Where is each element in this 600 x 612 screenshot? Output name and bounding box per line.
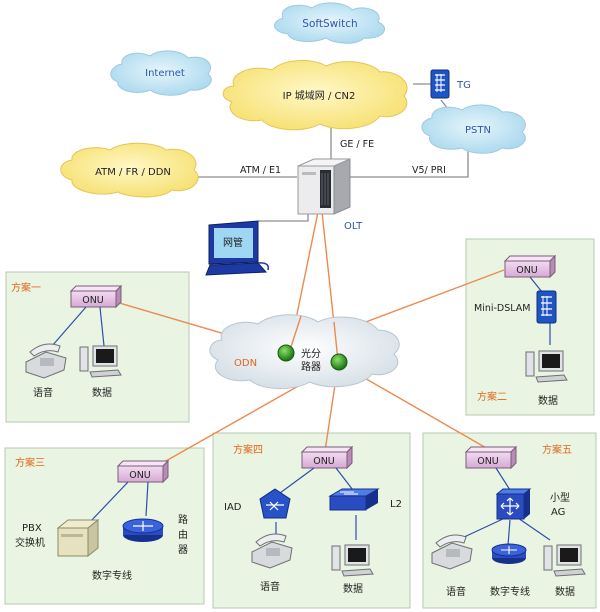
plan5-link-voice [461, 517, 506, 539]
pstn-cloud [421, 104, 526, 154]
splitter-node-1 [277, 344, 295, 362]
pstn-label: PSTN [465, 125, 491, 136]
plan5-link-data [517, 517, 551, 541]
dslam-icon [536, 290, 557, 324]
plan3-router-icon [122, 518, 164, 542]
softswitch-cloud [274, 2, 385, 44]
atm-label: ATM / FR / DDN [95, 167, 171, 178]
tg-label: TG [456, 80, 471, 91]
plan5-router-icon [491, 543, 527, 564]
plan2-data-label: 数据 [538, 394, 558, 407]
plan2-onu-label: ONU [516, 265, 538, 276]
splitter-label-1: 光分 [301, 347, 321, 360]
plan3-onu-label: ONU [129, 470, 151, 481]
plan5-title: 方案五 [542, 443, 572, 456]
odn-label: ODN [234, 358, 257, 369]
plan2-title: 方案二 [477, 390, 507, 403]
plan3-onu-box [116, 459, 170, 484]
plan1-link-voice [51, 306, 87, 347]
plan5-link-ag [495, 467, 511, 491]
plan3-link-pbx [89, 481, 129, 523]
plan1-onu-box [69, 284, 123, 309]
plan5-computer-icon [543, 544, 586, 577]
ag-label-1: 小型 [550, 491, 570, 504]
pbx-label-2: 交换机 [15, 536, 45, 549]
olt-label: OLT [344, 221, 363, 232]
plan5-data-label: 数据 [555, 585, 575, 598]
plan4-onu-box [300, 445, 354, 470]
router-label-3: 器 [178, 544, 188, 556]
plan4-onu-label: ONU [313, 456, 335, 467]
plan1-voice-label: 语音 [33, 386, 53, 399]
tg-icon [430, 69, 450, 99]
iad-icon [259, 488, 291, 519]
plan2-onu-box [503, 254, 557, 279]
nms-computer-icon [205, 220, 270, 276]
plan4-link-iad [279, 467, 315, 494]
internet-cloud [110, 50, 212, 96]
atm-cloud [60, 142, 199, 198]
dslam-label: Mini-DSLAM [474, 303, 530, 314]
router-label-1: 路 [178, 513, 188, 526]
atm-e1-label: ATM / E1 [240, 165, 281, 176]
plan1-phone-icon [25, 343, 67, 379]
plan5-onu-box [464, 445, 518, 470]
plan5-onu-label: ONU [477, 456, 499, 467]
plan2-computer-icon [525, 350, 568, 383]
olt-icon [297, 158, 351, 215]
plan4-phone-icon [251, 533, 293, 569]
pbx-icon [56, 518, 100, 558]
plan4-title: 方案四 [233, 443, 263, 456]
pbx-label-1: PBX [22, 523, 42, 534]
link-olt-pstn [350, 148, 469, 178]
plan3-line-label: 数字专线 [92, 569, 132, 582]
internet-label: Internet [145, 68, 185, 79]
plan1-data-label: 数据 [92, 386, 112, 399]
plan4-voice-label: 语音 [260, 580, 280, 593]
v5-pri-label: V5/ PRI [412, 165, 446, 176]
plan1-computer-icon [79, 345, 122, 378]
plan2-link-dslam [529, 276, 543, 293]
plan5-phone-icon [431, 534, 473, 570]
nms-label: 网管 [223, 236, 243, 249]
odn-cloud [209, 314, 400, 390]
ip-core-label: IP 城域网 / CN2 [283, 89, 356, 102]
plan4-data-label: 数据 [343, 582, 363, 595]
plan3-title: 方案三 [15, 456, 45, 469]
ip-core-cloud [222, 60, 408, 131]
plan1-title: 方案一 [11, 281, 41, 294]
plan1-onu-label: ONU [82, 295, 104, 306]
plan3-panel [4, 447, 205, 605]
plan5-line-label: 数字专线 [490, 585, 530, 598]
plan5-link-line [507, 519, 511, 546]
splitter-node-2 [330, 353, 348, 371]
ge-fe-label: GE / FE [340, 139, 374, 150]
plan3-link-router [145, 481, 149, 517]
l2-switch-icon [328, 488, 380, 511]
iad-label: IAD [224, 502, 242, 513]
plan1-link-data [99, 306, 105, 347]
router-label-2: 由 [178, 528, 188, 541]
ag-label-2: AG [551, 507, 565, 518]
ag-icon [495, 488, 532, 520]
splitter-label-2: 路器 [301, 360, 321, 373]
softswitch-label: SoftSwitch [302, 18, 357, 30]
plan4-computer-icon [331, 544, 374, 577]
l2-label: L2 [390, 499, 402, 510]
plan5-voice-label: 语音 [446, 585, 466, 598]
